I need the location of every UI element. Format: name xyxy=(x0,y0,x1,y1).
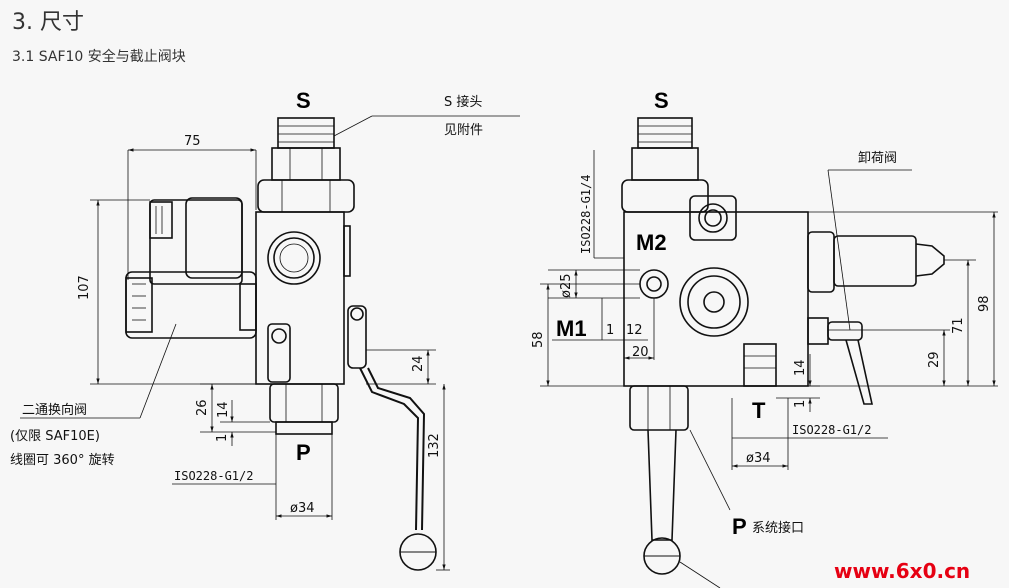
left-label-s-joint: S 接头 xyxy=(444,94,482,110)
right-dim-1b: 1 xyxy=(793,400,808,408)
right-port-t: T xyxy=(752,398,766,423)
left-dim-dia34: ø34 xyxy=(290,501,315,516)
right-dim-14: 14 xyxy=(793,359,808,376)
right-dim-71: 71 xyxy=(951,317,966,334)
right-unload-valve xyxy=(807,231,835,293)
right-dim-dia34: ø34 xyxy=(746,451,771,466)
left-label-valve-1: 二通换向阀 xyxy=(22,402,87,418)
left-p-port xyxy=(269,383,339,423)
right-dim-1: 1 xyxy=(606,323,614,338)
left-s-nut xyxy=(257,179,355,213)
right-unload-lever xyxy=(845,339,873,405)
left-label-valve-3: 线圈可 360° 旋转 xyxy=(10,453,115,468)
right-port-m2: M2 xyxy=(636,230,667,255)
left-iso-thread: ISO228-G1/2 xyxy=(174,469,253,483)
left-port-s: S xyxy=(296,88,311,113)
right-handwheel xyxy=(679,267,749,337)
page-subtitle: 3.1 SAF10 安全与截止阀块 xyxy=(12,49,186,65)
right-iso-t: ISO228-G1/2 xyxy=(792,423,871,437)
right-s-fitting xyxy=(637,117,693,149)
right-m1-port xyxy=(639,269,669,299)
right-dim-dia25: ø25 xyxy=(559,274,574,299)
right-port-p: P xyxy=(732,514,747,539)
left-s-fitting xyxy=(277,117,335,149)
right-dimensions xyxy=(540,150,998,588)
left-view xyxy=(125,117,437,571)
right-m2-fitting xyxy=(689,195,737,241)
right-label-p-system: 系统接口 xyxy=(752,520,804,536)
right-dim-58: 58 xyxy=(531,331,546,348)
right-view xyxy=(621,117,945,575)
right-p-handle xyxy=(647,429,677,541)
right-p-nut xyxy=(629,385,689,431)
left-label-valve-2: (仅限 SAF10E) xyxy=(10,429,100,444)
left-gauge xyxy=(267,231,321,285)
right-dim-20: 20 xyxy=(632,345,649,360)
left-dim-132: 132 xyxy=(427,433,442,458)
page-title: 3. 尺寸 xyxy=(12,10,84,35)
right-label-unload: 卸荷阀 xyxy=(858,150,897,166)
right-t-port xyxy=(743,343,777,387)
left-dim-14: 14 xyxy=(216,401,231,418)
left-dim-26: 26 xyxy=(195,399,210,416)
left-label-accessory: 见附件 xyxy=(444,123,483,138)
left-dim-24: 24 xyxy=(411,355,426,372)
watermark: www.6x0.cn xyxy=(834,559,970,583)
left-dimensions xyxy=(20,115,520,571)
right-dim-29: 29 xyxy=(927,351,942,368)
right-dim-12: 12 xyxy=(626,323,643,338)
left-port-p: P xyxy=(296,440,311,465)
right-iso-m: ISO228-G1/4 xyxy=(579,175,593,254)
right-port-m1: M1 xyxy=(556,316,587,341)
right-dim-98: 98 xyxy=(977,295,992,312)
left-valve-block xyxy=(255,211,345,385)
right-port-s: S xyxy=(654,88,669,113)
left-dim-1: 1 xyxy=(215,434,230,442)
left-solenoid-coil xyxy=(125,271,257,339)
left-dim-75: 75 xyxy=(184,134,201,149)
left-dim-107: 107 xyxy=(77,275,92,300)
